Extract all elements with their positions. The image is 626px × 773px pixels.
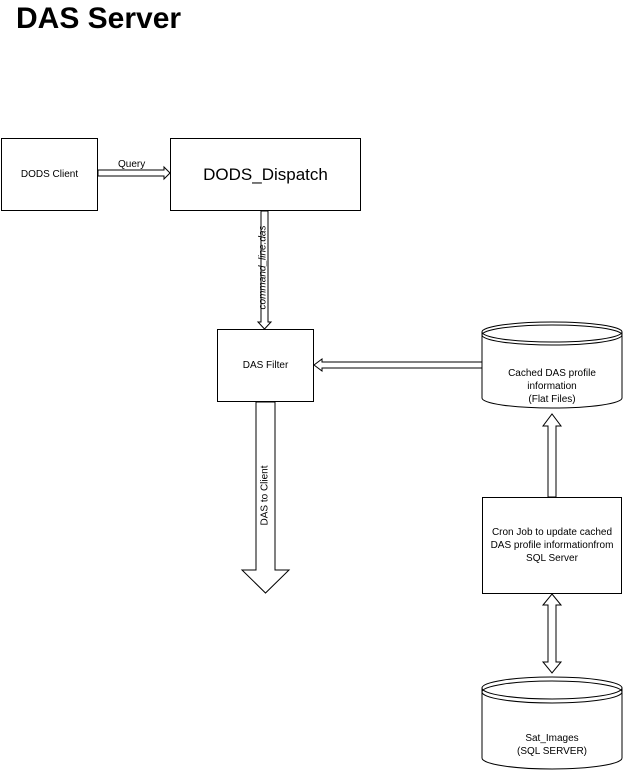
- cron-sat-double-arrow: [541, 593, 563, 674]
- cached-das-line-2: information: [527, 381, 577, 392]
- sat-images-line-1: Sat_Images: [525, 733, 579, 744]
- cached-das-text: Cached DAS profile information (Flat Fil…: [482, 367, 622, 406]
- query-label: Query: [118, 159, 146, 170]
- command-line-label: command_line.das: [257, 225, 269, 310]
- cached-das-line-3: (Flat Files): [528, 394, 576, 405]
- das-to-client-arrow: [240, 401, 291, 594]
- dods-client-label: DODS Client: [20, 169, 79, 180]
- das-to-client-label: DAS to Client: [259, 465, 271, 526]
- sat-images-text: Sat_Images (SQL SERVER): [482, 732, 622, 758]
- cron-job-line-1: Cron Job to update cached: [491, 527, 613, 538]
- cached-das-cylinder: [481, 321, 623, 409]
- cron-job-line-2: DAS profile informationfrom: [490, 540, 614, 551]
- dods-client-box: DODS Client: [1, 138, 98, 211]
- sat-images-line-2: (SQL SERVER): [516, 746, 588, 757]
- das-filter-box: DAS Filter: [217, 329, 314, 402]
- cached-das-line-1: Cached DAS profile: [508, 368, 596, 379]
- page-title: DAS Server: [16, 2, 182, 35]
- query-arrow: [97, 165, 171, 181]
- dods-dispatch-box: DODS_Dispatch: [170, 138, 361, 211]
- dods-dispatch-label: DODS_Dispatch: [203, 164, 328, 184]
- cron-job-box: Cron Job to update cached DAS profile in…: [482, 497, 622, 594]
- cache-to-filter-arrow: [313, 358, 483, 372]
- das-filter-label: DAS Filter: [242, 360, 289, 371]
- cron-to-cache-arrow: [542, 413, 562, 498]
- cron-job-line-3: SQL Server: [526, 553, 578, 564]
- command-line-arrow: [256, 210, 273, 330]
- sat-images-cylinder: [481, 676, 623, 770]
